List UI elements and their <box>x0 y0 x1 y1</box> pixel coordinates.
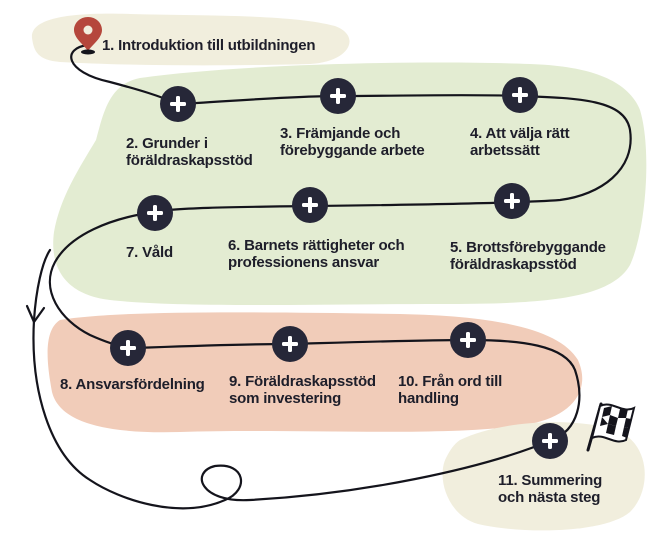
step-11-line2: och nästa steg <box>498 489 601 506</box>
step-label-11: 11. Summering och nästa steg <box>498 472 602 506</box>
expand-step-10-button[interactable] <box>450 322 486 358</box>
expand-step-2-button[interactable] <box>160 86 196 122</box>
intro-blob <box>31 13 350 66</box>
step-label-5: 5. Brottsförebyggande föräldraskapsstöd <box>450 239 606 273</box>
step-2-line1: 2. Grunder i <box>126 135 208 152</box>
step-label-3: 3. Främjande och förebyggande arbete <box>280 125 425 159</box>
step-label-10: 10. Från ord till handling <box>398 373 502 407</box>
step-4-line2: arbetssätt <box>470 142 540 159</box>
step-label-9: 9. Föräldraskapsstöd som investering <box>229 373 376 407</box>
expand-step-6-button[interactable] <box>292 187 328 223</box>
step-7-line1: 7. Våld <box>126 244 173 261</box>
step-3-line2: förebyggande arbete <box>280 142 425 159</box>
expand-step-8-button[interactable] <box>110 330 146 366</box>
arrow-head <box>25 304 46 324</box>
step-1-line1: 1. Introduktion till utbildningen <box>102 37 316 54</box>
step-label-4: 4. Att välja rätt arbetssätt <box>470 125 570 159</box>
step-5-line1: 5. Brottsförebyggande <box>450 239 606 256</box>
step-10-line1: 10. Från ord till <box>398 373 503 390</box>
step-label-2: 2. Grunder i föräldraskapsstöd <box>126 135 253 169</box>
checkered-flag-icon <box>586 402 636 452</box>
expand-step-7-button[interactable] <box>137 195 173 231</box>
step-label-7: 7. Våld <box>126 244 173 261</box>
step-label-6: 6. Barnets rättigheter och professionens… <box>228 237 405 271</box>
step-9-line1: 9. Föräldraskapsstöd <box>229 373 376 390</box>
step-8-line1: 8. Ansvarsfördelning <box>60 376 205 393</box>
step-2-line2: föräldraskapsstöd <box>126 152 253 169</box>
step-9-line2: som investering <box>229 390 342 407</box>
expand-step-4-button[interactable] <box>502 77 538 113</box>
step-label-8: 8. Ansvarsfördelning <box>60 376 205 393</box>
step-label-1: 1. Introduktion till utbildningen <box>102 37 316 54</box>
step-11-line1: 11. Summering <box>498 472 603 489</box>
step-6-line2: professionens ansvar <box>228 254 380 271</box>
step-3-line1: 3. Främjande och <box>280 125 401 142</box>
peach-blob <box>47 312 583 433</box>
green-blob <box>53 62 647 305</box>
expand-step-5-button[interactable] <box>494 183 530 219</box>
step-6-line1: 6. Barnets rättigheter och <box>228 237 405 254</box>
summary-blob <box>442 422 645 531</box>
step-4-line1: 4. Att välja rätt <box>470 125 570 142</box>
location-pin-icon <box>74 17 102 55</box>
expand-step-9-button[interactable] <box>272 326 308 362</box>
step-5-line2: föräldraskapsstöd <box>450 256 577 273</box>
expand-step-3-button[interactable] <box>320 78 356 114</box>
step-10-line2: handling <box>398 390 459 407</box>
expand-step-11-button[interactable] <box>532 423 568 459</box>
